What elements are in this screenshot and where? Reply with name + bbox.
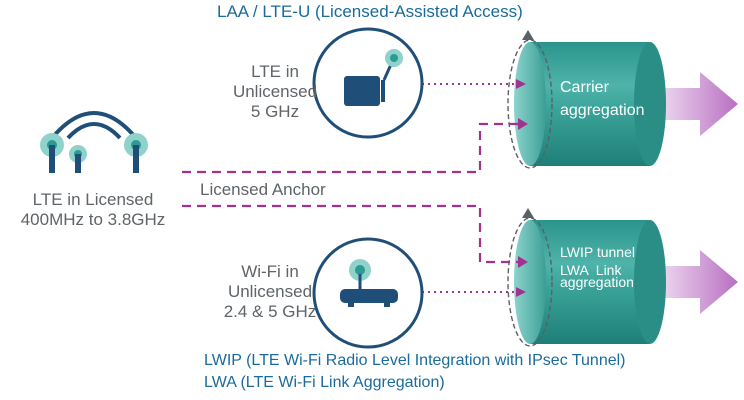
lte-unlicensed-line1: LTE in bbox=[251, 62, 299, 81]
wifi-unlicensed-label: Wi-Fi in Unlicensed 2.4 & 5 GHz bbox=[212, 262, 328, 322]
carrier-aggregation-label: Carrier aggregation bbox=[560, 76, 645, 122]
laa-title: LAA / LTE-U (Licensed-Assisted Access) bbox=[217, 2, 523, 21]
output-arrow-top bbox=[655, 72, 738, 136]
dotted-arrowhead-top bbox=[516, 79, 526, 89]
lwip-description: LWIP (LTE Wi-Fi Radio Level Integration … bbox=[204, 352, 626, 369]
lwip-lwa-label: LWIP tunnel LWA Link aggregation bbox=[560, 243, 635, 292]
lte-unlicensed-line2: Unlicensed bbox=[232, 82, 318, 102]
carrier-line1: Carrier bbox=[560, 79, 609, 96]
licensed-anchor-label: Licensed Anchor bbox=[200, 180, 326, 199]
licensed-antennas-icon bbox=[40, 111, 148, 173]
lte-licensed-line1: LTE in Licensed bbox=[32, 190, 154, 209]
wifi-unlicensed-line2: Unlicensed bbox=[227, 282, 313, 302]
lwip-line2: LWA Link bbox=[560, 262, 622, 279]
carrier-aggregation-cylinder bbox=[507, 30, 666, 169]
lte-licensed-line2: 400MHz to 3.8GHz bbox=[20, 210, 166, 230]
output-arrow-bottom bbox=[655, 250, 738, 314]
anchor-arrowhead-top bbox=[518, 118, 528, 130]
wifi-unlicensed-line1: Wi-Fi in bbox=[241, 262, 299, 281]
wifi-router-icon bbox=[340, 259, 398, 307]
lte-small-cell-icon bbox=[344, 49, 403, 106]
licensed-anchor-path-top bbox=[182, 122, 518, 174]
lte-unlicensed-line3: 5 GHz bbox=[250, 102, 300, 122]
carrier-line2: aggregation bbox=[560, 102, 645, 120]
anchor-arrowhead-bottom bbox=[518, 256, 528, 268]
wifi-unlicensed-line3: 2.4 & 5 GHz bbox=[223, 302, 317, 322]
lwip-line3: aggregation bbox=[560, 274, 634, 291]
lte-licensed-label: LTE in Licensed 400MHz to 3.8GHz bbox=[0, 190, 186, 230]
marker-triangle bbox=[522, 30, 534, 40]
marker-triangle bbox=[522, 208, 534, 218]
dotted-arrowhead-bottom bbox=[516, 287, 526, 297]
lwip-lwa-cylinder bbox=[507, 208, 666, 347]
lte-unlicensed-label: LTE in Unlicensed 5 GHz bbox=[222, 62, 328, 122]
lwip-line1: LWIP tunnel bbox=[560, 244, 635, 260]
lwa-description: LWA (LTE Wi-Fi Link Aggregation) bbox=[204, 374, 445, 391]
